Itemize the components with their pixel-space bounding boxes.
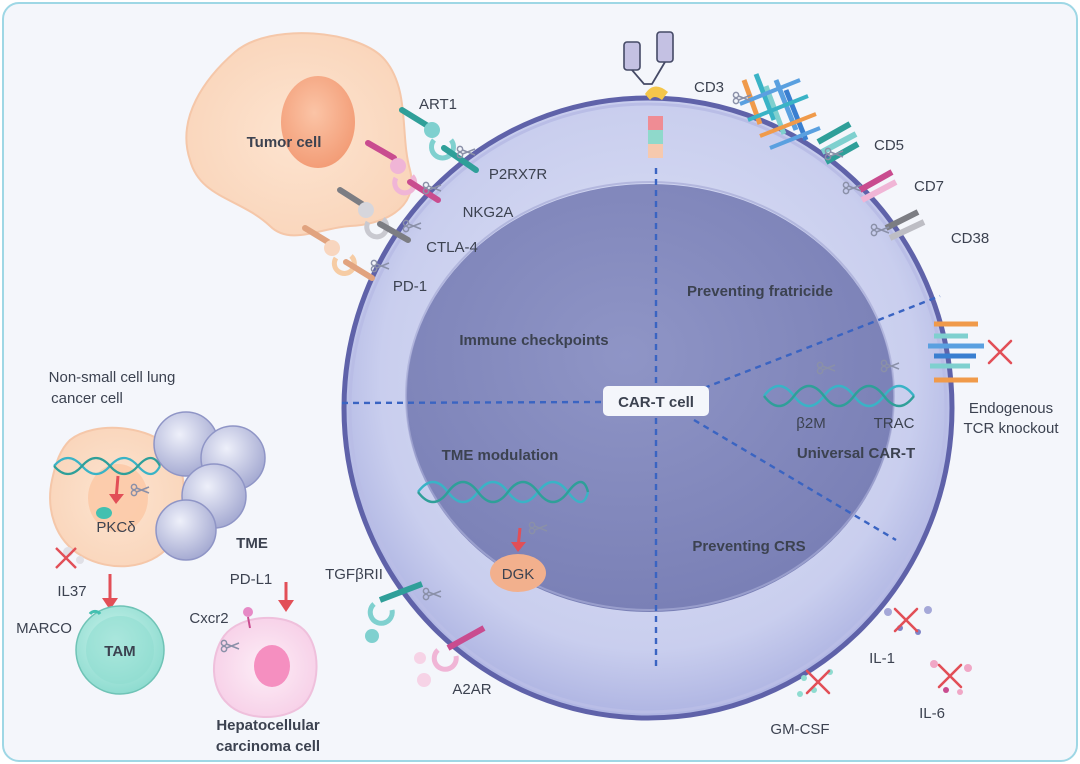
tme-label: TME [236, 535, 268, 552]
il1-cytokine: IL-1 [869, 606, 932, 667]
car-t-cell-label: CAR-T cell [618, 394, 694, 411]
cd7-label: CD7 [914, 178, 944, 195]
art1-label: ART1 [419, 96, 457, 113]
b2m-label: β2M [796, 415, 825, 432]
pd1-receptor [302, 225, 375, 281]
tumor-cell-label: Tumor cell [247, 134, 322, 151]
cd3-complex [739, 73, 821, 150]
il6-label: IL-6 [919, 705, 945, 722]
arrow-head [102, 598, 118, 610]
il37-label: IL37 [57, 583, 86, 600]
crs-cytokines: IL-1 IL-6 GM-CSF [770, 606, 972, 738]
immune-checkpoints-label: Immune checkpoints [459, 332, 608, 349]
ctla4-label: CTLA-4 [426, 239, 478, 256]
gmcsf-cytokine: GM-CSF [770, 669, 833, 738]
section-dividers [341, 168, 941, 666]
tgfbr-receptor: TGFβRII [325, 566, 442, 643]
hcc-label-line1: Hepatocellular [216, 717, 320, 734]
tcr-label-line1: Endogenous [969, 400, 1053, 417]
cd3-label: CD3 [694, 79, 724, 96]
car-t-center-label: CAR-T cell [603, 386, 709, 416]
a2ar-receptor: A2AR [414, 625, 492, 698]
tme-modulation-label: TME modulation [442, 447, 559, 464]
t-cell-cluster [153, 411, 266, 561]
gmcsf-label: GM-CSF [770, 721, 829, 738]
tgfbr-label: TGFβRII [325, 566, 383, 583]
nsclc-dna: PKCδ [53, 456, 161, 536]
dgk-blob [490, 554, 546, 592]
p2rx7r-receptor [429, 138, 479, 173]
il1-label: IL-1 [869, 650, 895, 667]
cd7-receptor [858, 169, 898, 203]
nsclc-label-line1: Non-small cell lung [49, 369, 176, 386]
tme-left-panel: Non-small cell lung cancer cell PKCδ TME [16, 369, 320, 755]
trac-label: TRAC [874, 415, 915, 432]
art1-receptor [399, 107, 440, 138]
cd5-label: CD5 [874, 137, 904, 154]
nsclc-label-line2: cancer cell [51, 390, 123, 407]
p2rx7r-label: P2RX7R [489, 166, 548, 183]
universal-car-t-label: Universal CAR-T [797, 445, 915, 462]
pkc-label: PKCδ [96, 519, 135, 536]
ctla4-receptor [337, 187, 411, 243]
cxcr2-label: Cxcr2 [189, 610, 228, 627]
dgk-label: DGK [502, 566, 535, 583]
tme-dna: DGK [417, 480, 590, 592]
preventing-fratricide-label: Preventing fratricide [687, 283, 833, 300]
checkpoint-receptors: ART1 P2RX7R NKG2A CTLA-4 PD-1 [302, 96, 548, 295]
endogenous-tcr: Endogenous TCR knockout [928, 321, 1059, 437]
marco-label: MARCO [16, 620, 72, 637]
cd38-receptor [884, 209, 926, 241]
pd1-label: PD-1 [393, 278, 427, 295]
fratricide-receptors: CD3 CD5 CD7 CD38 [694, 73, 989, 247]
hcc-label-line2: carcinoma cell [216, 738, 320, 755]
tam-cell: TAM [75, 605, 165, 695]
cd38-label: CD38 [951, 230, 989, 247]
il37: IL37 [55, 547, 87, 600]
arrow-head [278, 600, 294, 612]
tumor-cell: Tumor cell [185, 32, 413, 237]
nkg2a-label: NKG2A [463, 204, 514, 221]
car-receptor [623, 31, 674, 158]
tumor-nucleus [281, 76, 355, 168]
nkg2a-receptor [365, 140, 441, 203]
a2ar-label: A2AR [452, 681, 491, 698]
preventing-crs-label: Preventing CRS [692, 538, 805, 555]
il6-cytokine: IL-6 [919, 660, 972, 722]
tcr-label-line2: TCR knockout [963, 420, 1059, 437]
tam-label: TAM [104, 643, 135, 660]
universal-dna: β2M TRAC [763, 359, 915, 432]
hcc-cell [212, 607, 318, 718]
pdl1-label: PD-L1 [230, 571, 273, 588]
